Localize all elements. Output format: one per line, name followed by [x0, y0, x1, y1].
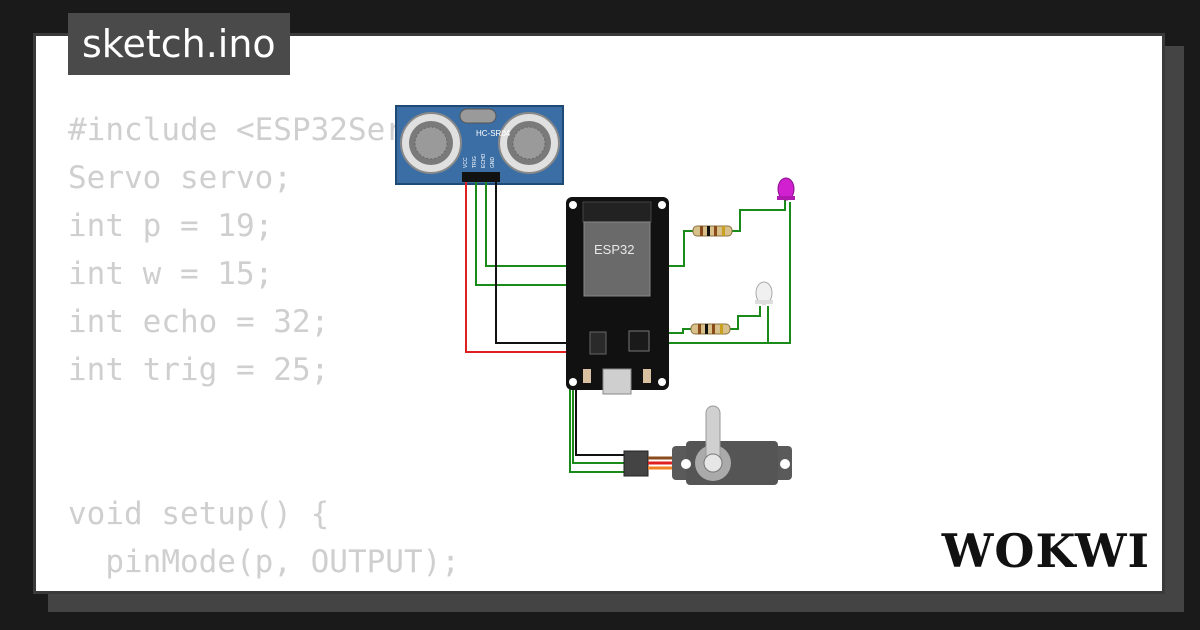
code-line: pinMode(p, OUTPUT); [68, 544, 460, 580]
resistor-2 [690, 323, 731, 335]
sensor-pin-label: GND [490, 157, 496, 169]
servo-motor [623, 405, 792, 485]
sensor-label: HC-SR04 [476, 129, 511, 138]
led-purple [777, 177, 795, 201]
code-line: int p = 19; [68, 208, 274, 244]
file-title-tab: sketch.ino [68, 13, 290, 75]
sensor-pin-label: ECHO [481, 153, 487, 168]
resistor-1 [692, 225, 733, 237]
ultrasonic-sensor: HC-SR04 VCC TRIG ECHO GND [395, 105, 564, 185]
code-line: int echo = 32; [68, 304, 330, 340]
wokwi-logo: WOKWI [941, 524, 1150, 578]
sensor-pin-label: TRIG [472, 156, 478, 168]
code-line: Servo servo; [68, 160, 292, 196]
code-line: int w = 15; [68, 256, 274, 292]
esp32-board: ESP32 [566, 197, 669, 395]
led-white [755, 281, 773, 305]
board-label: ESP32 [594, 242, 634, 257]
code-line: int trig = 25; [68, 352, 330, 388]
sensor-pin-label: VCC [463, 157, 469, 168]
code-line: void setup() { [68, 496, 330, 532]
